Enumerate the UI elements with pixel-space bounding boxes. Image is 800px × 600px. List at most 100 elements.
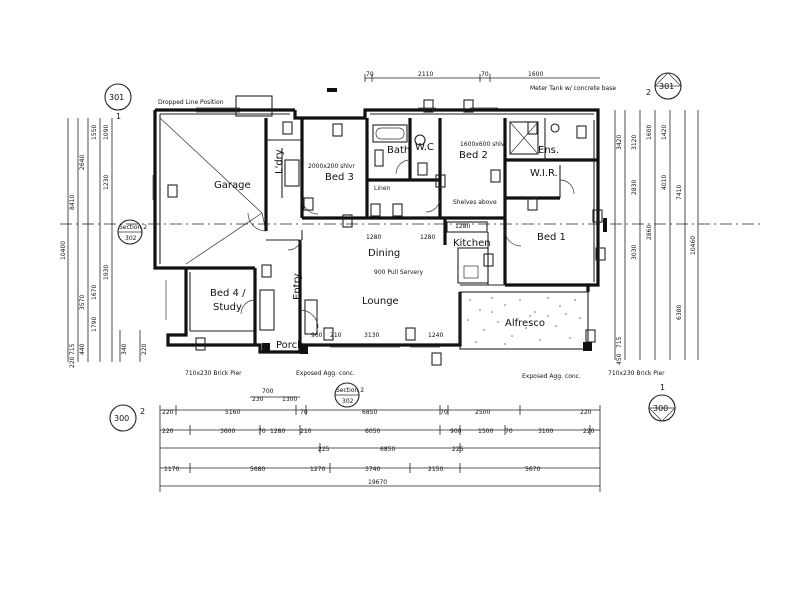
svg-text:Section 2: Section 2 [119, 224, 147, 231]
dim-top-3: 1600 [528, 71, 543, 78]
dim-b5-0: 1170 [164, 466, 179, 473]
dim-b2-1: 5160 [225, 409, 240, 416]
svg-text:2: 2 [646, 88, 651, 97]
svg-text:1: 1 [660, 383, 665, 392]
room-bed1: Bed 1 [537, 232, 566, 243]
dim-b1-2: 1300 [282, 396, 297, 403]
dim-b3-0: 220 [162, 428, 174, 435]
dim-b3-4: 210 [300, 428, 312, 435]
dim-b3-3: 1280 [270, 428, 285, 435]
svg-text:220: 220 [69, 356, 76, 368]
dims-right: 3420 3120 2830 1600 1420 4010 7410 2860 … [616, 125, 697, 365]
svg-text:3420: 3420 [616, 135, 623, 150]
dim-entry-b: 210 [330, 332, 342, 339]
dim-b2-4: 70 [440, 409, 448, 416]
note-exp-agg-left: Exposed Agg. conc. [296, 370, 355, 377]
dim-dining-left: 1280 [366, 234, 381, 241]
svg-text:Section 2: Section 2 [336, 387, 364, 394]
dim-b1-0: 700 [262, 388, 274, 395]
svg-text:450: 450 [616, 353, 623, 365]
svg-text:2640: 2640 [79, 155, 86, 170]
room-bed3: Bed 3 [325, 172, 354, 183]
dim-b5-4: 2150 [428, 466, 443, 473]
dim-b2-3: 6850 [362, 409, 377, 416]
dim-b5-5: 5670 [525, 466, 540, 473]
label-linen: Linen [374, 185, 391, 192]
section-marker-bottom: Section 2 302 [334, 382, 364, 408]
dim-b3-6: 900 [450, 428, 462, 435]
svg-text:2: 2 [140, 407, 145, 416]
note-alfresco-pier: 710x230 Brick Pier [608, 370, 665, 377]
svg-text:1930: 1930 [103, 265, 110, 280]
alfresco-pier [583, 342, 592, 351]
alfresco-slab [459, 291, 589, 350]
room-ensuite: Ens. [538, 145, 559, 156]
dim-b3-5: 6050 [365, 428, 380, 435]
svg-text:2830: 2830 [631, 180, 638, 195]
note-exp-agg-right: Exposed Agg. conc. [522, 373, 581, 380]
dims-left: 8410 10400 1550 1090 1230 2640 3570 1670… [60, 125, 148, 368]
dim-entry-a: 960 [311, 332, 323, 339]
svg-text:1790: 1790 [91, 317, 98, 332]
room-bath: Bath [387, 145, 410, 156]
svg-text:6380: 6380 [676, 305, 683, 320]
note-meter: Meter Tank w/ concrete base [530, 85, 616, 92]
svg-text:1670: 1670 [91, 285, 98, 300]
room-laundry: L'dry [274, 149, 285, 174]
dimension-lines [60, 74, 760, 487]
garage-wall [153, 110, 186, 270]
dim-b5-3: 3740 [365, 466, 380, 473]
section-marker-left: Section 2 302 [117, 219, 147, 245]
svg-text:302: 302 [342, 398, 354, 405]
svg-text:2860: 2860 [646, 225, 653, 240]
room-wir: W.I.R. [530, 168, 558, 179]
dim-b3-10: 220 [583, 428, 595, 435]
svg-text:1230: 1230 [103, 175, 110, 190]
svg-text:10400: 10400 [60, 241, 67, 260]
dim-b3-1: 3600 [220, 428, 235, 435]
svg-text:302: 302 [125, 235, 137, 242]
dim-top-1: 2110 [418, 71, 433, 78]
svg-text:10460: 10460 [690, 236, 697, 255]
dim-b3-8: 70 [505, 428, 513, 435]
svg-text:1420: 1420 [661, 125, 668, 140]
dim-b5-1: 5680 [250, 466, 265, 473]
north-wall [293, 108, 600, 120]
dim-total: 19670 [368, 479, 387, 486]
note-porch-pier: 710x230 Brick Pier [185, 370, 242, 377]
note-robe2: 1600x600 shlvr [460, 141, 507, 148]
svg-text:300: 300 [653, 404, 668, 413]
dim-top-0: 70 [366, 71, 374, 78]
east-wall [586, 118, 600, 292]
note-robe3: 2000x200 shlvr [308, 163, 355, 170]
svg-text:3570: 3570 [79, 295, 86, 310]
room-alfresco: Alfresco [505, 318, 545, 329]
dim-kitchen: 1280 [455, 223, 470, 230]
svg-text:715: 715 [69, 343, 76, 355]
note-servery: 900 Pull Servery [374, 269, 424, 276]
svg-text:3030: 3030 [631, 245, 638, 260]
alfresco-hatch [467, 297, 581, 345]
note-setback: Dropped Line Position [158, 99, 224, 106]
svg-text:220: 220 [141, 343, 148, 355]
marker-300-right: 300 1 [648, 383, 676, 422]
dim-b1-1: 230 [252, 396, 264, 403]
svg-text:4010: 4010 [661, 175, 668, 190]
south-wall [166, 268, 462, 354]
marker-300-left: 300 2 [109, 404, 145, 432]
room-bed2: Bed 2 [459, 150, 488, 161]
dim-top-2: 70 [481, 71, 489, 78]
dim-b4-0: 225 [318, 446, 330, 453]
room-dining: Dining [368, 248, 400, 259]
meter-box [327, 88, 337, 92]
svg-text:301: 301 [109, 93, 124, 102]
dim-dining-right: 1280 [420, 234, 435, 241]
dim-b5-2: 1270 [310, 466, 325, 473]
dim-b2-6: 220 [580, 409, 592, 416]
svg-text:300: 300 [114, 414, 129, 423]
dim-b4-2: 225 [452, 446, 464, 453]
marker-301-top-right: 301 2 [646, 72, 682, 100]
svg-text:8410: 8410 [69, 195, 76, 210]
dim-b2-0: 220 [162, 409, 174, 416]
svg-text:1: 1 [116, 112, 121, 121]
